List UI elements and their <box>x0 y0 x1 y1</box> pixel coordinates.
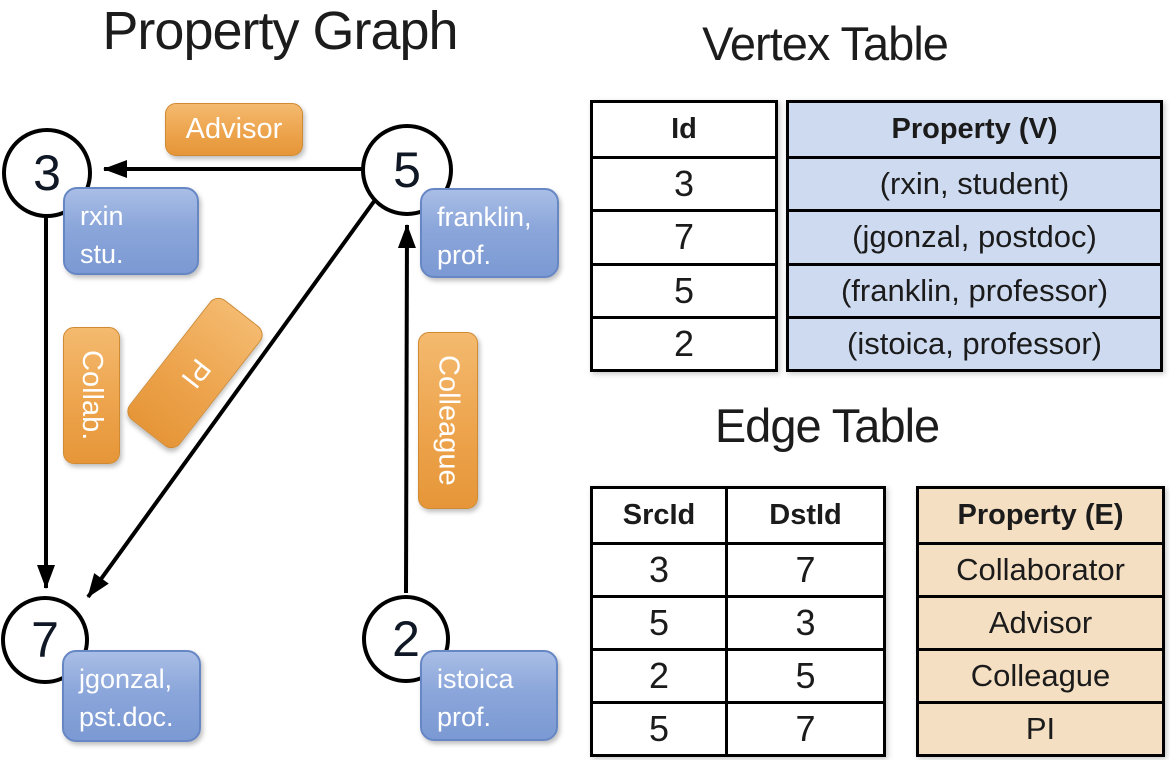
edge-table-property-column: Property (E) Collaborator Advisor Collea… <box>916 486 1165 757</box>
edge-property-cell: PI <box>919 701 1162 754</box>
vertex-id-cell: 3 <box>593 156 775 209</box>
vertex-label-jgonzal: jgonzal, pst.doc. <box>62 650 201 742</box>
edge-label-colleague: Colleague <box>418 332 478 509</box>
vertex-label-franklin: franklin, prof. <box>420 188 559 278</box>
edge-table-title: Edge Table <box>714 399 940 452</box>
vertex-label-line: prof. <box>437 240 492 270</box>
edge-table-id-columns: SrcId DstId 3 7 5 3 2 5 5 7 <box>590 486 886 757</box>
vertex-table-header-property: Property (V) <box>891 113 1058 146</box>
edge-dstid-cell: 5 <box>725 651 883 701</box>
vertex-circle-3: 3 <box>2 128 92 218</box>
edge-dstid-cell: 3 <box>725 598 883 648</box>
vertex-label-line: stu. <box>80 239 124 269</box>
vertex-label-line: jgonzal, <box>79 664 173 694</box>
edge-table-header-property: Property (E) <box>957 499 1124 531</box>
edge-property-cell: Advisor <box>919 595 1162 648</box>
edge-srcid-cell: 5 <box>648 708 670 749</box>
edge-srcid-cell: 2 <box>648 655 670 696</box>
edge-srcid-cell: 3 <box>648 549 670 590</box>
edge-dstid-cell: 7 <box>725 545 883 595</box>
edge-table-header-row: SrcId DstId <box>593 489 883 542</box>
vertex-property-cell: (franklin, professor) <box>789 262 1160 316</box>
vertex-table-id-column: Id 3 7 5 2 <box>590 100 778 372</box>
vertex-label-line: prof. <box>437 702 492 732</box>
vertex-id-cell: 5 <box>593 262 775 316</box>
edge-5-to-7-arrow <box>86 198 377 599</box>
vertex-property-cell: (istoica, professor) <box>789 315 1160 369</box>
edge-property-cell: Collaborator <box>919 542 1162 595</box>
vertex-table-title: Vertex Table <box>702 17 949 70</box>
vertex-label-istoica: istoica prof. <box>420 650 558 741</box>
edge-label-collab: Collab. <box>63 327 120 464</box>
vertex-label-line: franklin, <box>437 202 532 232</box>
vertex-label-line: pst.doc. <box>79 702 174 732</box>
property-graph-title: Property Graph <box>102 1 458 61</box>
vertex-property-cell: (rxin, student) <box>789 156 1160 209</box>
edge-dstid-cell: 7 <box>725 704 883 754</box>
edge-table-header-dstid: DstId <box>725 489 883 542</box>
edge-property-cell: Colleague <box>919 648 1162 701</box>
edge-table-row: 5 3 <box>593 595 883 648</box>
edge-table-row: 2 5 <box>593 648 883 701</box>
vertex-id-cell: 2 <box>593 315 775 369</box>
edge-table-row: 5 7 <box>593 701 883 754</box>
edge-label-advisor: Advisor <box>165 103 303 156</box>
vertex-table-property-column: Property (V) (rxin, student) (jgonzal, p… <box>786 100 1163 372</box>
vertex-property-cell: (jgonzal, postdoc) <box>789 209 1160 262</box>
vertex-id-cell: 7 <box>593 209 775 262</box>
edge-2-to-5-arrow <box>397 224 416 594</box>
edge-table-row: 3 7 <box>593 542 883 595</box>
edge-table-header-srcid: SrcId <box>622 499 696 531</box>
vertex-table-header-id: Id <box>671 113 697 146</box>
edge-srcid-cell: 5 <box>648 602 670 643</box>
vertex-label-rxin: rxin stu. <box>63 187 199 275</box>
vertex-label-line: istoica <box>437 664 514 694</box>
vertex-label-line: rxin <box>80 201 124 231</box>
